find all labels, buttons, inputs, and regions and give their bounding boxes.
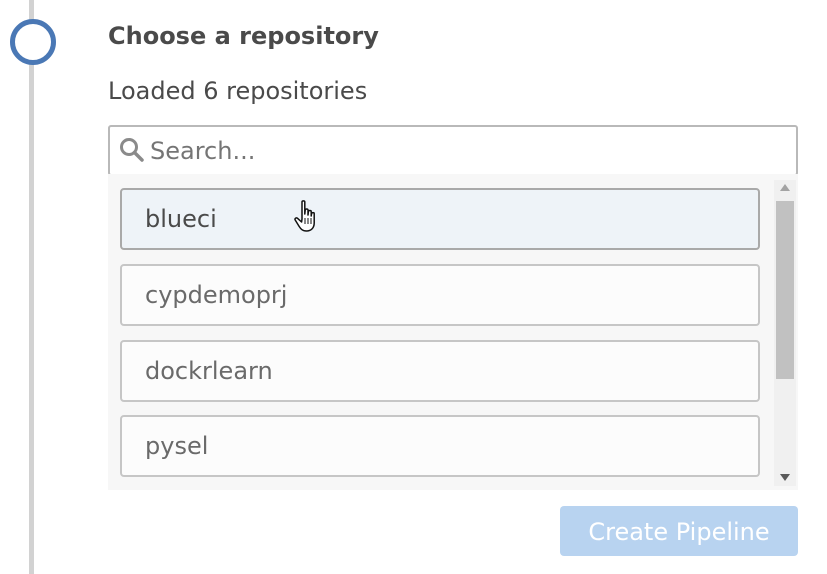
repository-name: dockrlearn <box>145 357 273 385</box>
repository-count-status: Loaded 6 repositories <box>108 77 368 105</box>
search-input[interactable] <box>150 127 780 174</box>
repository-item-cypdemoprj[interactable]: cypdemoprj <box>120 264 760 326</box>
repository-list[interactable]: blueci cypdemoprj dockrlearn pysel <box>108 174 798 490</box>
search-field[interactable] <box>108 125 798 176</box>
scrollbar-thumb[interactable] <box>776 201 794 379</box>
scroll-down-arrow-icon[interactable] <box>780 474 790 481</box>
repository-name: blueci <box>145 205 217 233</box>
timeline-track <box>29 0 34 574</box>
repository-name: cypdemoprj <box>145 281 288 309</box>
scroll-up-arrow-icon[interactable] <box>780 184 790 191</box>
repository-list-scrollbar[interactable] <box>774 180 796 486</box>
repository-item-blueci[interactable]: blueci <box>120 188 760 250</box>
search-icon <box>120 138 144 162</box>
repository-item-pysel[interactable]: pysel <box>120 415 760 477</box>
step-status-circle-icon <box>10 19 56 65</box>
create-pipeline-button[interactable]: Create Pipeline <box>560 506 798 556</box>
step-title: Choose a repository <box>108 22 379 50</box>
repository-item-dockrlearn[interactable]: dockrlearn <box>120 340 760 402</box>
repository-name: pysel <box>145 432 209 460</box>
